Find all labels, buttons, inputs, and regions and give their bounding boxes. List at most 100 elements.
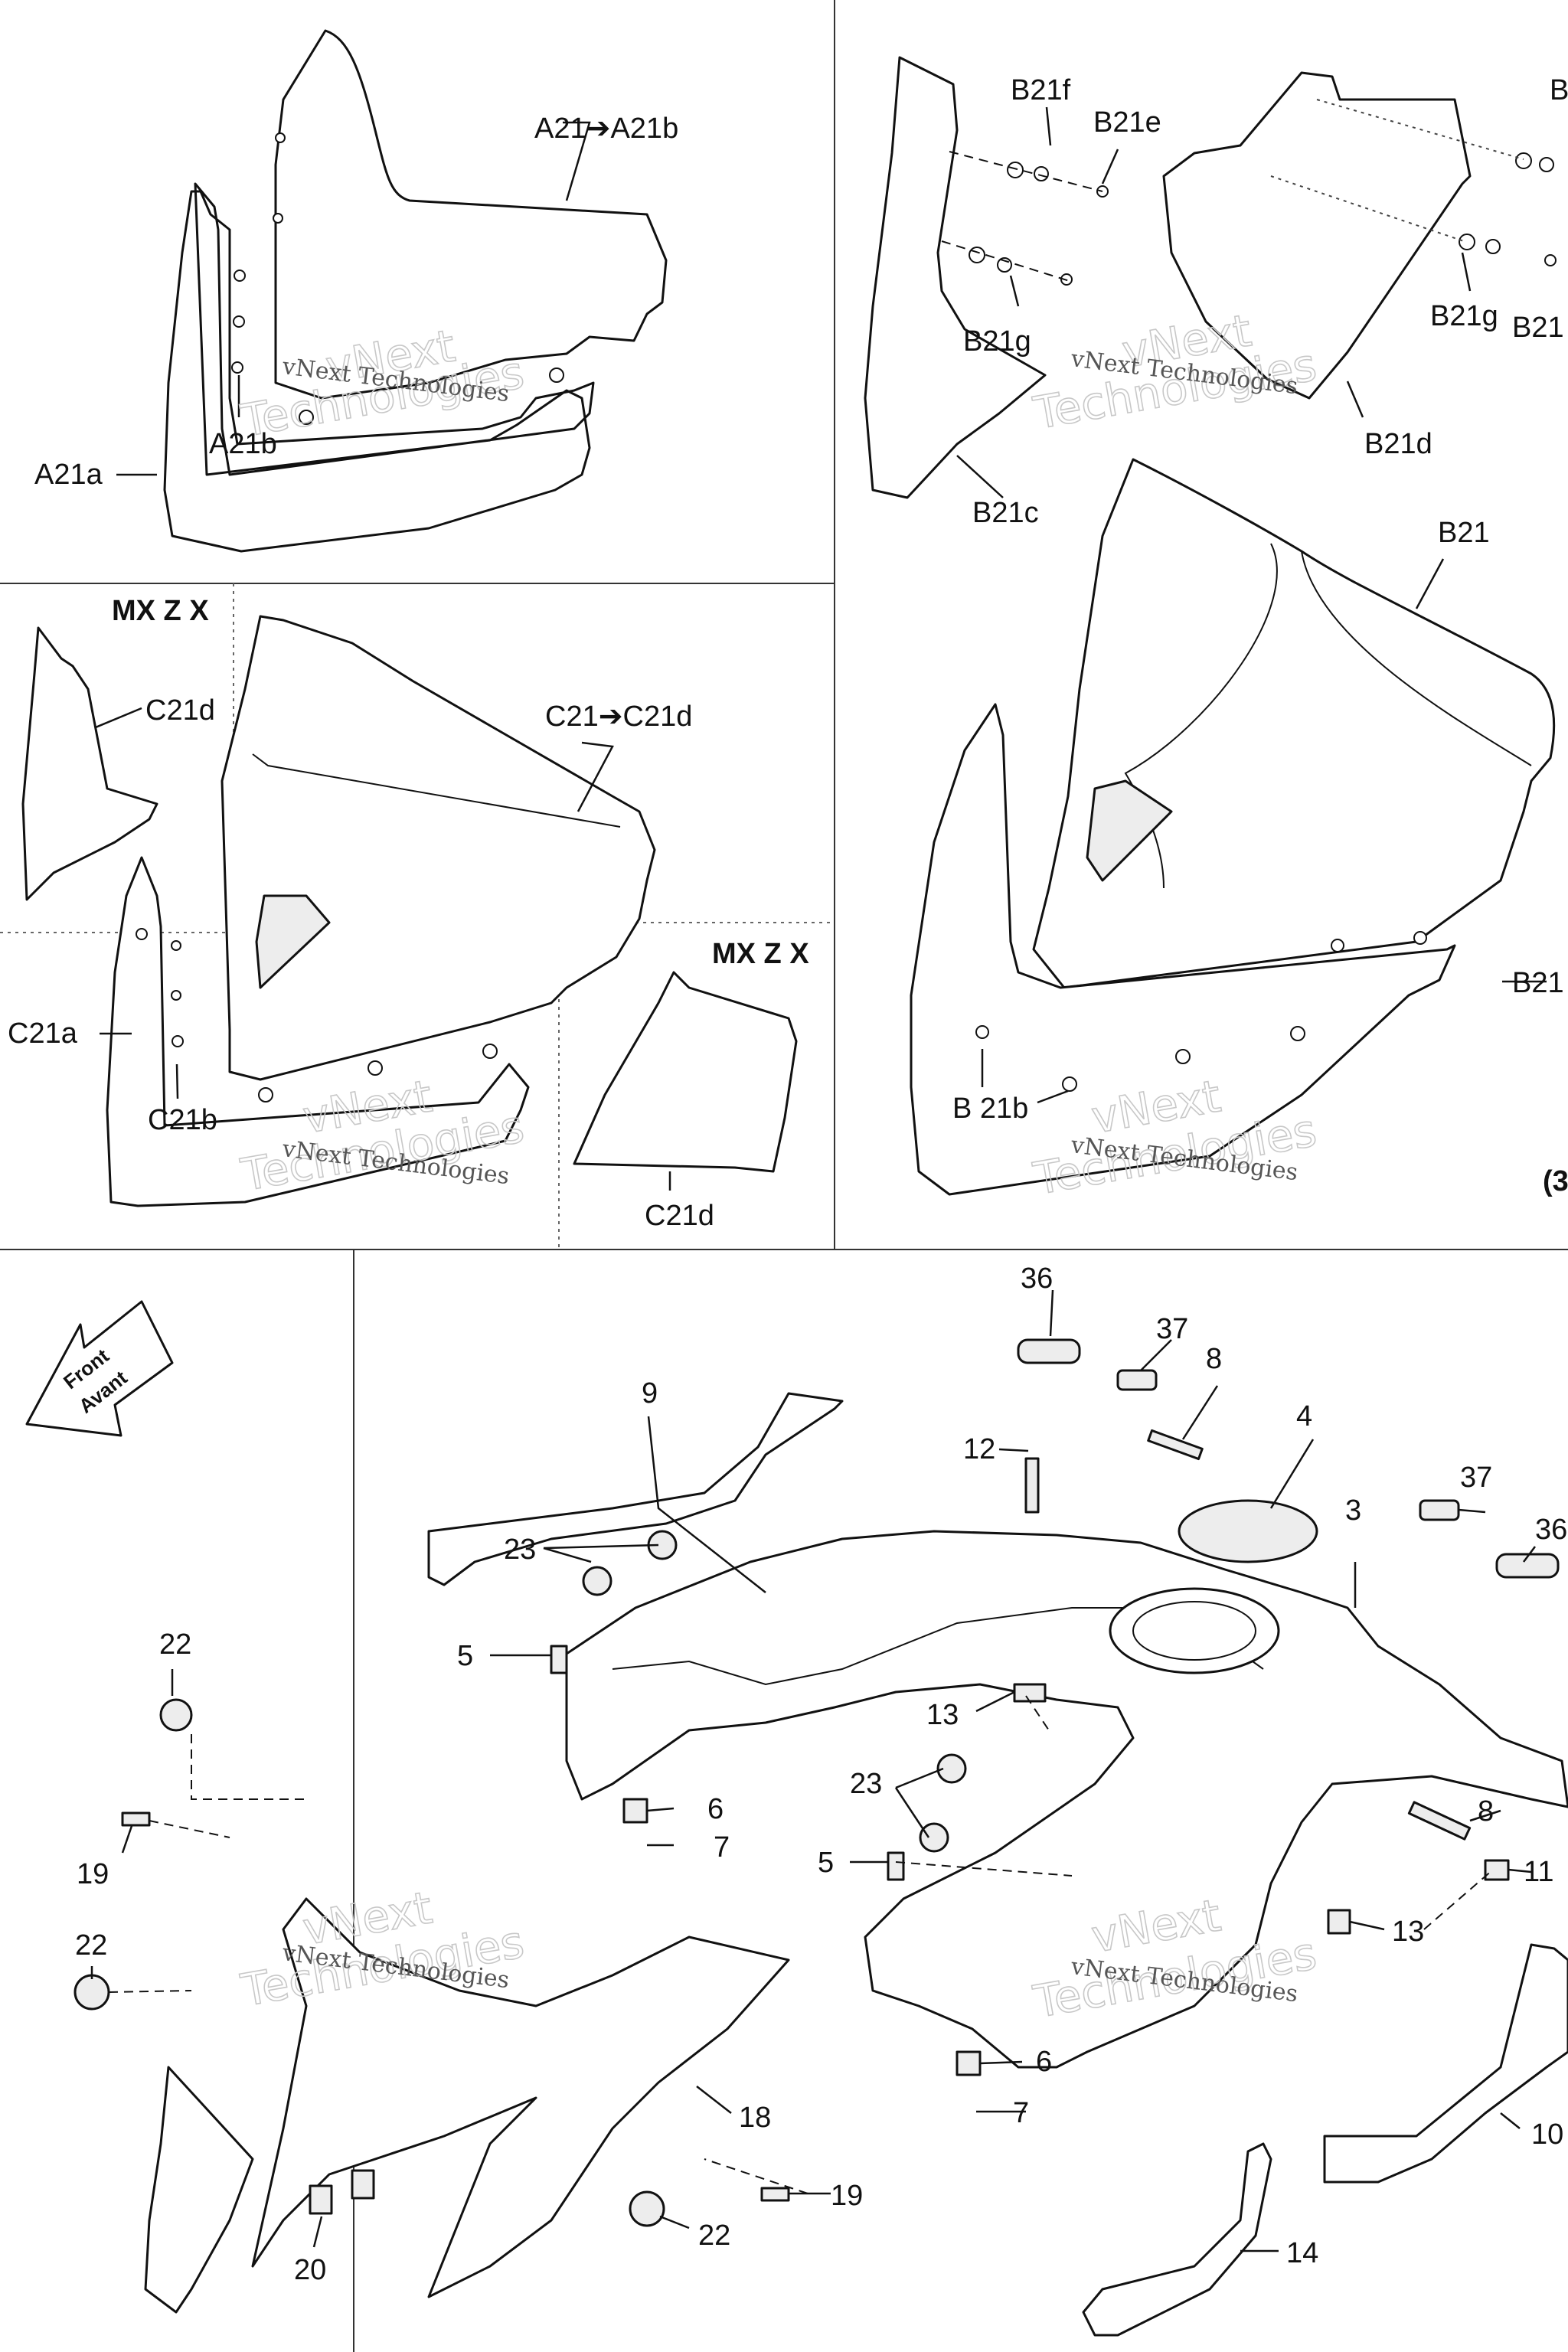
front-direction-arrow: Front Avant xyxy=(25,1300,174,1437)
windshield-c21-group xyxy=(21,615,798,1207)
bolt-hole xyxy=(482,1044,498,1059)
leader-line xyxy=(1045,106,1052,146)
part-36-clip xyxy=(1017,1338,1081,1364)
label-b21: B21 xyxy=(1438,517,1490,549)
windshield-c21d-side-deflector-top xyxy=(21,626,158,901)
part-3-hood xyxy=(565,1530,1568,2069)
bolt-hole xyxy=(1175,1049,1191,1064)
windshield-c21-main xyxy=(220,615,656,1081)
windshield-b21c-deflector xyxy=(864,56,1047,499)
leader-line xyxy=(1346,381,1364,418)
bolt-hole xyxy=(1290,1026,1305,1041)
part-6-nut xyxy=(622,1798,648,1824)
bolt-hole xyxy=(368,1060,383,1076)
label-5: 5 xyxy=(457,1640,473,1672)
label-a21a: A21a xyxy=(34,459,103,491)
label-b21-right-edge: B21 xyxy=(1512,967,1564,999)
bolt-hole xyxy=(171,940,181,951)
leader-line xyxy=(95,707,142,729)
label-36: 36 xyxy=(1021,1263,1053,1295)
windshield-b21a-lower xyxy=(910,703,1456,1196)
part-23-grommet xyxy=(582,1566,612,1596)
label-mx-z-x-bottom: MX Z X xyxy=(712,938,809,970)
label-13: 13 xyxy=(926,1699,959,1731)
bolt-hole xyxy=(233,315,245,328)
label-c21-to-c21d: C21➔C21d xyxy=(545,701,692,733)
label-23: 23 xyxy=(850,1768,882,1800)
part-5-screw xyxy=(550,1645,568,1674)
part-37-fastener xyxy=(1116,1369,1158,1391)
part-4-fuel-ring xyxy=(1178,1499,1318,1563)
part-22-grommet xyxy=(629,2190,665,2227)
callout-labels: A21➔A21b A21b A21a B21f B21e B21g B21g B… xyxy=(8,74,1568,2286)
leader-line xyxy=(1037,1089,1069,1104)
label-19: 19 xyxy=(77,1858,109,1890)
windshield-c21a-lower xyxy=(106,856,530,1207)
part-20-clip xyxy=(351,2169,375,2200)
hood-assembly-group: Front Avant xyxy=(25,1289,1568,2337)
label-b21f: B21f xyxy=(1011,74,1071,106)
part-13-clip xyxy=(1327,1909,1351,1935)
label-3: 3 xyxy=(1345,1494,1361,1527)
label-b-edge: B xyxy=(1550,74,1568,106)
bolt-hole xyxy=(1062,1076,1077,1092)
label-22: 22 xyxy=(698,2220,730,2252)
part-23-grommet xyxy=(919,1822,949,1853)
label-b21g: B21g xyxy=(963,325,1031,358)
leader-line xyxy=(956,455,1004,498)
label-6: 6 xyxy=(707,1793,724,1825)
windshield-a21-panel xyxy=(274,29,668,400)
label-5: 5 xyxy=(818,1847,834,1879)
part-36-clip xyxy=(1495,1553,1560,1579)
label-37: 37 xyxy=(1460,1462,1492,1494)
label-a21b: A21b xyxy=(209,428,277,460)
windshield-c21d-side-deflector-bottom xyxy=(573,971,798,1173)
label-22: 22 xyxy=(159,1628,191,1661)
leader-line xyxy=(175,1063,179,1099)
label-b21c: B21c xyxy=(972,497,1039,529)
part-20-clip xyxy=(309,2184,333,2215)
bolt-hole xyxy=(231,361,243,374)
bolt-hole xyxy=(1331,939,1344,952)
label-b21e: B21e xyxy=(1093,106,1161,139)
windshield-c21-vent xyxy=(255,894,331,989)
part-8-strip xyxy=(1407,1801,1472,1841)
bolt-hole xyxy=(275,132,286,143)
windshield-b21d-deflector xyxy=(1162,71,1472,400)
label-20: 20 xyxy=(294,2254,326,2286)
part-11-bolt xyxy=(1484,1859,1510,1881)
part-19-bolt xyxy=(121,1811,151,1827)
fasteners xyxy=(74,1338,1560,2227)
windshield-b21-group xyxy=(864,56,1557,1196)
label-4: 4 xyxy=(1296,1400,1312,1432)
front-arrow-shape xyxy=(25,1300,174,1437)
label-mx-z-x-top: MX Z X xyxy=(112,595,209,627)
label-7: 7 xyxy=(714,1831,730,1864)
label-37: 37 xyxy=(1156,1313,1188,1345)
label-c21d-bottom: C21d xyxy=(645,1200,714,1232)
label-11: 11 xyxy=(1524,1856,1553,1888)
label-14: 14 xyxy=(1286,2237,1318,2269)
label-23: 23 xyxy=(504,1534,536,1566)
windshield-b21-right-ridge xyxy=(1301,550,1532,766)
bolt-hole xyxy=(234,270,246,282)
label-18: 18 xyxy=(739,2102,771,2134)
windshield-a21-group xyxy=(116,29,668,553)
leader-line xyxy=(1415,558,1445,609)
label-36: 36 xyxy=(1535,1514,1567,1546)
windshield-c21-contour xyxy=(252,753,621,828)
bolt-hole xyxy=(258,1087,273,1102)
label-7: 7 xyxy=(1013,2097,1029,2129)
label-b21b: B 21b xyxy=(952,1093,1028,1125)
label-19: 19 xyxy=(831,2180,863,2212)
label-8: 8 xyxy=(1206,1343,1222,1375)
leader-line xyxy=(1461,252,1472,292)
label-b21d: B21d xyxy=(1364,428,1432,460)
bolt-hole xyxy=(549,368,564,383)
label-c21a: C21a xyxy=(8,1018,78,1050)
part-6-nut xyxy=(956,2050,982,2076)
label-6: 6 xyxy=(1036,2046,1052,2078)
bolt-hole xyxy=(975,1025,989,1039)
